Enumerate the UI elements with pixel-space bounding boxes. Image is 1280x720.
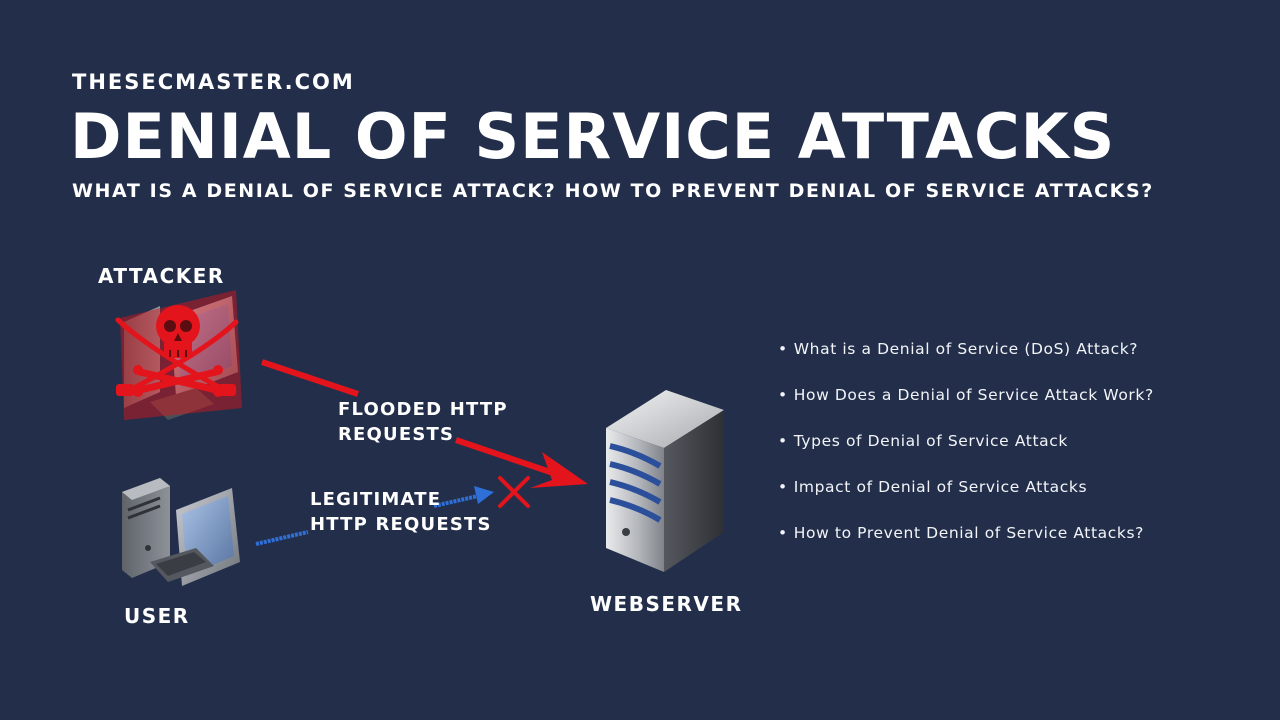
topic-item: Impact of Denial of Service Attacks — [778, 478, 1154, 524]
flooded-requests-arrow — [261, 359, 588, 488]
site-name: THESECMASTER.COM — [72, 70, 355, 94]
topic-item: What is a Denial of Service (DoS) Attack… — [778, 340, 1154, 386]
desktop-computer-icon — [122, 478, 240, 586]
attacker-label: ATTACKER — [98, 264, 225, 288]
legitimate-requests-arrow — [255, 486, 494, 546]
user-label: USER — [124, 604, 190, 628]
user-tower — [122, 478, 170, 578]
topic-item: Types of Denial of Service Attack — [778, 432, 1154, 478]
block-x-icon — [498, 476, 530, 508]
flooded-requests-label: FLOODED HTTP REQUESTS — [338, 399, 508, 445]
topics-list: What is a Denial of Service (DoS) Attack… — [778, 340, 1154, 570]
server-tower-icon — [606, 390, 724, 572]
skull-crossbones-icon — [115, 305, 239, 397]
topic-item: How Does a Denial of Service Attack Work… — [778, 386, 1154, 432]
page-title: DENIAL OF SERVICE ATTACKS — [70, 100, 1116, 173]
legitimate-requests-label: LEGITIMATE HTTP REQUESTS — [310, 489, 492, 535]
page-subtitle: WHAT IS A DENIAL OF SERVICE ATTACK? HOW … — [72, 180, 1154, 202]
topic-item: How to Prevent Denial of Service Attacks… — [778, 524, 1154, 570]
webserver-label: WEBSERVER — [590, 592, 743, 616]
attacker-keyboard — [150, 388, 214, 420]
